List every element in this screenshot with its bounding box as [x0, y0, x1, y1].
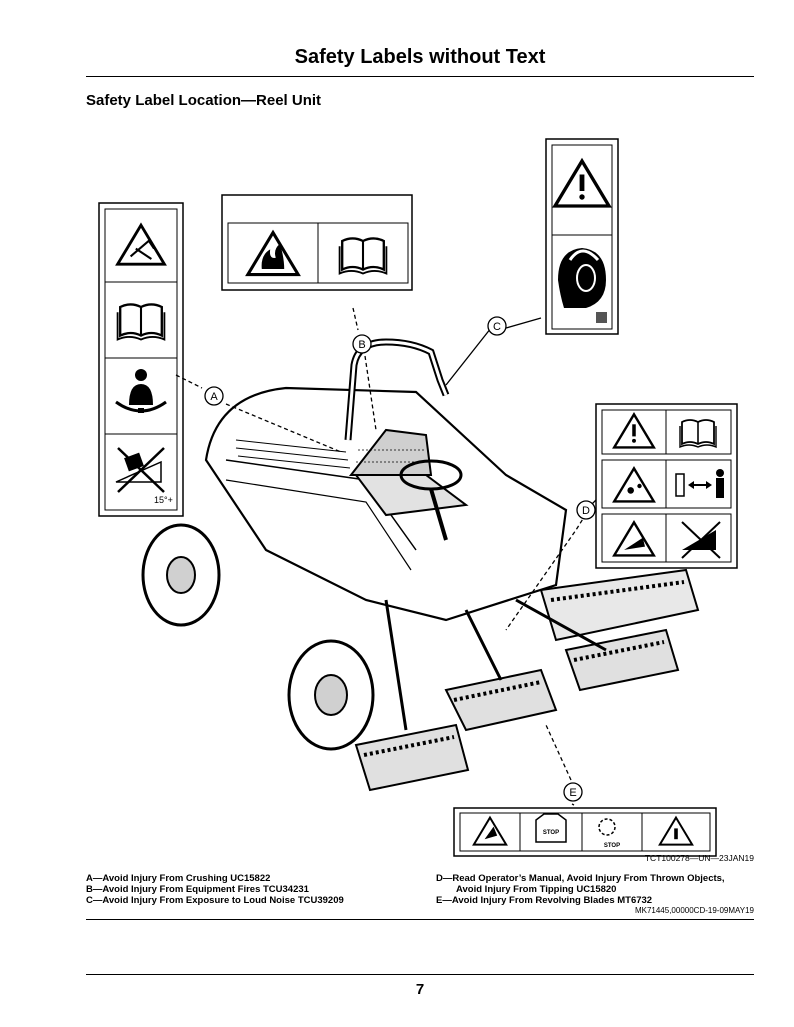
image-reference: TCT100278—UN—23JAN19 — [644, 853, 754, 863]
label-e-decal: STOP STOP — [453, 807, 717, 857]
safety-label-figure: 15°+ — [98, 138, 738, 857]
manual-icon — [679, 419, 717, 448]
callout-a: A — [204, 386, 224, 406]
warning-icon — [553, 159, 611, 208]
leader-lines — [175, 307, 597, 806]
seatbelt-icon — [115, 369, 167, 413]
header-rule — [86, 76, 754, 77]
stop-engine-icon: STOP — [535, 813, 567, 843]
legend-item-b: B—Avoid Injury From Equipment Fires TCU3… — [86, 884, 309, 895]
page-number: 7 — [415, 981, 425, 998]
blade-warning-icon — [472, 816, 508, 846]
label-a-angle-text: 15°+ — [154, 495, 173, 505]
mower-illustration — [141, 338, 700, 792]
tipping-prohibited-icon — [115, 447, 165, 493]
callout-d: D — [576, 500, 596, 520]
label-d-decal — [595, 403, 738, 569]
footer-rule — [86, 974, 754, 975]
legend-rule — [86, 919, 754, 920]
legend-item-e: E—Avoid Injury From Revolving Blades MT6… — [436, 895, 653, 906]
stop-text-2: STOP — [604, 843, 620, 849]
bystander-warning-icon — [658, 816, 694, 846]
rotating-blade-stop-icon: STOP — [598, 818, 620, 849]
label-b-decal — [221, 194, 413, 291]
callout-c: C — [487, 316, 507, 336]
warning-icon — [612, 413, 656, 449]
thrown-objects-warning-icon — [612, 467, 656, 503]
legend-item-a: A—Avoid Injury From Crushing UC15822 — [86, 873, 271, 884]
qr-code — [596, 312, 607, 323]
legend-item-c: C—Avoid Injury From Exposure to Loud Noi… — [86, 895, 344, 906]
callout-e-letter: E — [569, 787, 576, 799]
page-title: Safety Labels without Text — [294, 46, 546, 68]
label-a-decal: 15°+ — [98, 202, 184, 517]
callout-e: E — [563, 782, 583, 802]
callout-c-letter: C — [493, 321, 501, 333]
manual-icon — [116, 303, 166, 341]
legend-left: A—Avoid Injury From Crushing UC15822 B—A… — [86, 873, 344, 906]
section-title: Safety Label Location—Reel Unit — [86, 92, 322, 109]
tipping-prohibited-icon — [681, 521, 721, 559]
crush-warning-icon — [116, 223, 166, 266]
callout-d-letter: D — [582, 505, 590, 517]
callout-b-letter: B — [358, 339, 365, 351]
hearing-protection-icon — [558, 248, 606, 308]
callout-b: B — [352, 334, 372, 354]
label-c-decal — [545, 138, 619, 335]
legend-item-d-continued: Avoid Injury From Tipping UC15820 — [456, 884, 617, 895]
tipping-warning-icon — [612, 521, 656, 557]
legend-right: D—Read Operator’s Manual, Avoid Injury F… — [436, 873, 725, 906]
manual-icon — [338, 237, 388, 275]
fire-warning-icon — [246, 231, 300, 277]
stop-text-1: STOP — [543, 830, 559, 836]
document-reference: MK71445,00000CD-19-09MAY19 — [634, 906, 754, 915]
legend-item-d: D—Read Operator’s Manual, Avoid Injury F… — [436, 873, 725, 884]
keep-distance-icon — [675, 469, 724, 498]
callout-a-letter: A — [210, 391, 218, 403]
